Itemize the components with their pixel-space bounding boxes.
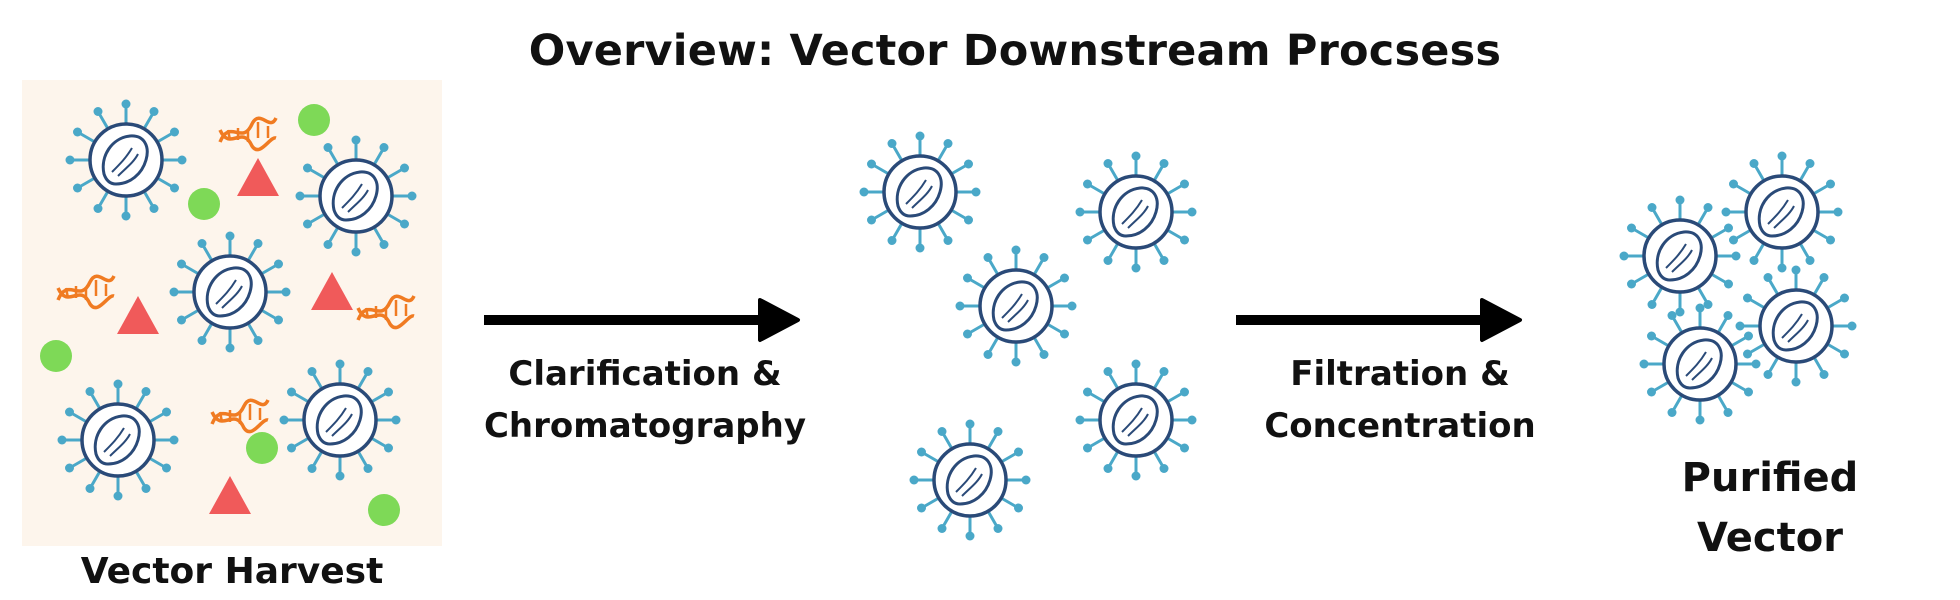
impurity-dot-icon: [368, 494, 400, 526]
harvest-mixture: [40, 97, 419, 526]
label-purified-vector: Purified Vector: [1640, 448, 1900, 568]
impurity-dot-icon: [298, 104, 330, 136]
virus-particle-icon: [857, 129, 983, 255]
virus-particle-icon: [907, 417, 1033, 543]
label-purified-line1: Purified: [1681, 455, 1859, 501]
arrow-step1: [484, 298, 800, 342]
arrow-step2: [1236, 298, 1522, 342]
impurity-dot-icon: [246, 432, 278, 464]
label-step-filtration-line2: Concentration: [1264, 406, 1536, 446]
impurity-triangle-icon: [311, 272, 353, 310]
label-step-filtration-line1: Filtration &: [1290, 354, 1510, 394]
label-step-clarification-line2: Chromatography: [483, 406, 807, 446]
impurity-triangle-icon: [117, 296, 159, 334]
virus-particle-icon: [1073, 357, 1199, 483]
intermediate-vector: [857, 129, 1199, 543]
virus-particle-icon: [953, 243, 1079, 369]
label-vector-harvest: Vector Harvest: [80, 551, 384, 592]
label-step-clarification-line1: Clarification &: [508, 354, 782, 394]
impurity-triangle-icon: [237, 158, 279, 196]
label-step-filtration: Filtration & Concentration: [1245, 348, 1555, 452]
virus-particle-icon: [1073, 149, 1199, 275]
virus-particle-icon: [1733, 263, 1859, 389]
impurity-triangle-icon: [209, 476, 251, 514]
virus-particle-icon: [1637, 301, 1763, 427]
label-purified-line2: Vector: [1697, 515, 1843, 561]
impurity-dot-icon: [188, 188, 220, 220]
impurity-dot-icon: [40, 340, 72, 372]
purified-vector-cluster: [1617, 149, 1859, 427]
diagram-title: Overview: Vector Downstream Procsess: [528, 26, 1502, 76]
label-step-clarification: Clarification & Chromatography: [470, 348, 820, 452]
